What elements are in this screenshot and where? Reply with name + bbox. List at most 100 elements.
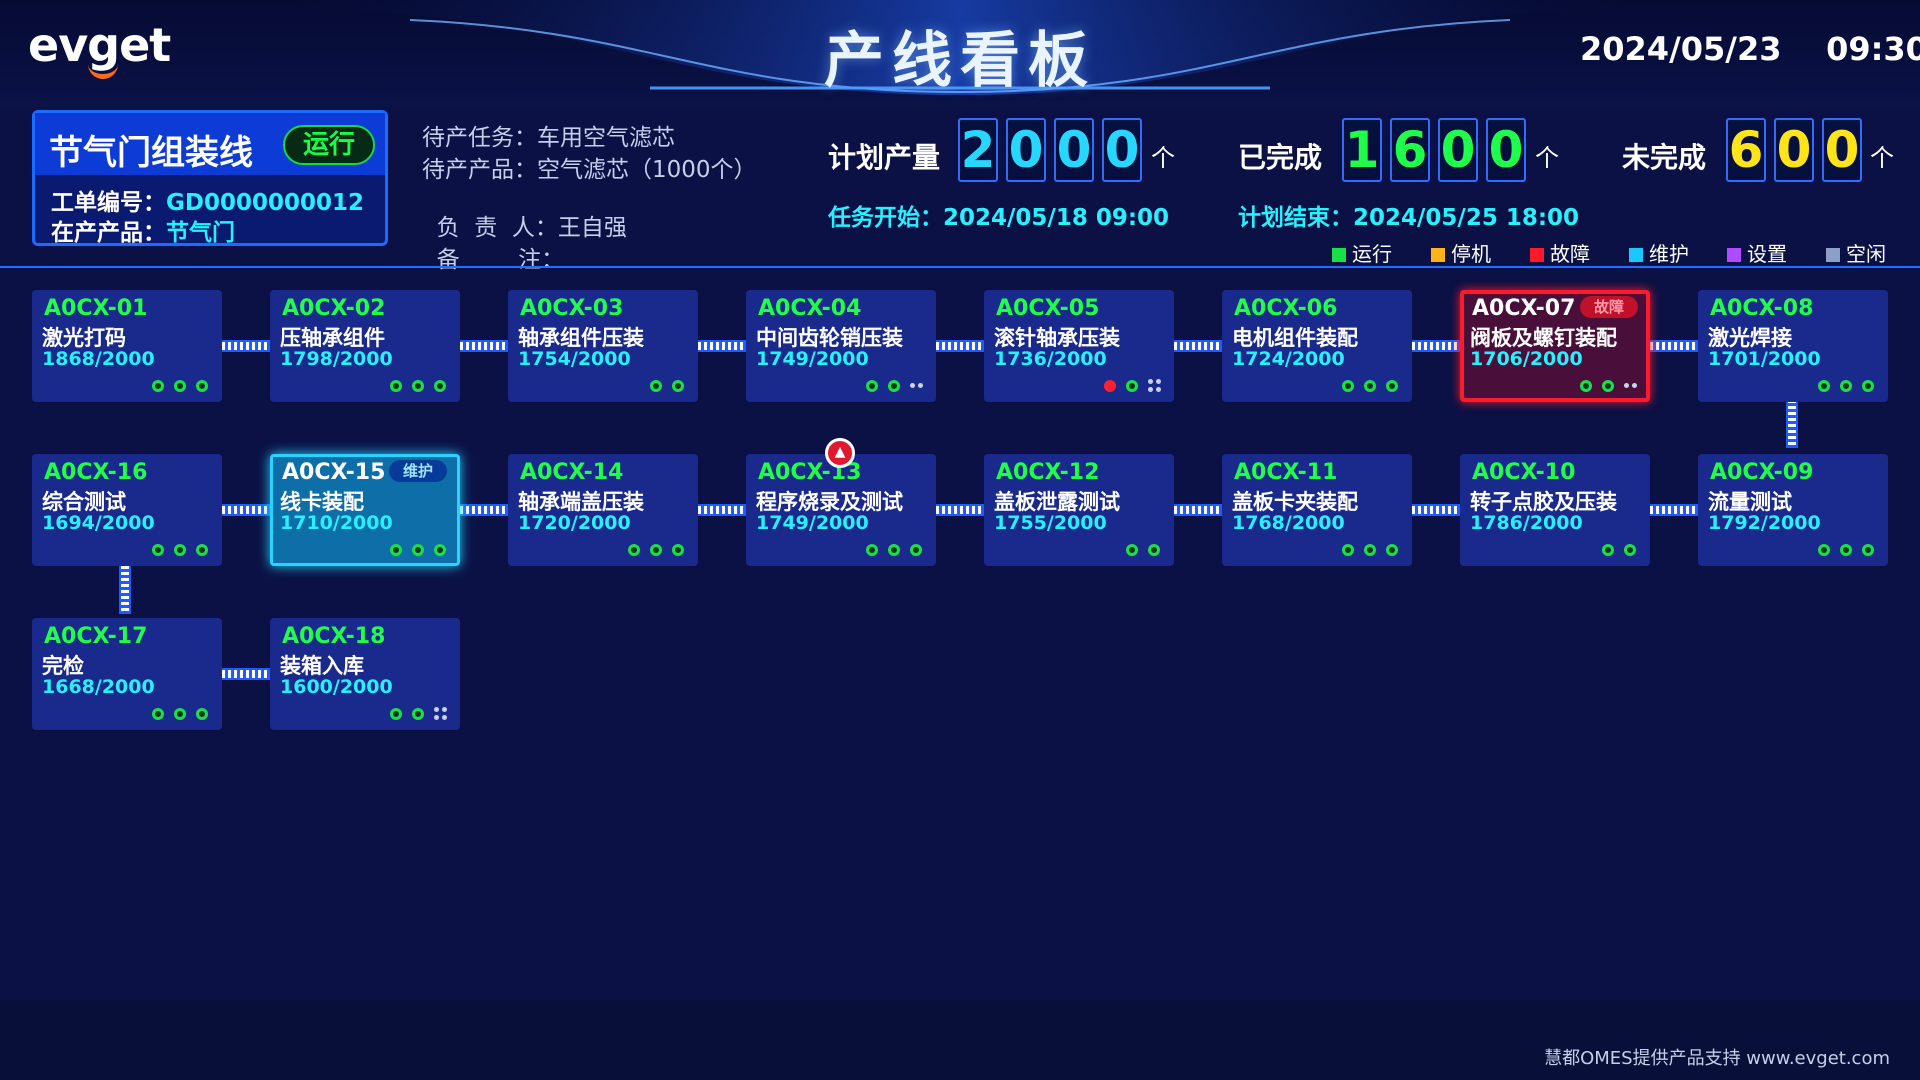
flow-connector [121, 566, 129, 612]
status-led-icon [174, 544, 186, 556]
status-led-icon [1602, 544, 1614, 556]
status-led-icon [1364, 380, 1376, 392]
status-led-icon [174, 380, 186, 392]
station-name: 激光焊接 [1708, 326, 1792, 350]
task-info-value: 车用空气滤芯 [537, 125, 675, 151]
legend-swatch [1530, 248, 1544, 262]
station-count: 1724/2000 [1232, 348, 1345, 370]
task-info-row: 待产产品：空气滤芯（1000个） [422, 150, 757, 184]
alarm-bell-icon[interactable]: ▲ [825, 438, 855, 468]
status-led-icon [1602, 380, 1614, 392]
station-card[interactable]: A0CX-14 轴承端盖压装 1720/2000 [508, 454, 698, 566]
flow-connector [1174, 342, 1222, 350]
flow-connector [222, 342, 270, 350]
station-count: 1694/2000 [42, 512, 155, 534]
legend-swatch [1826, 248, 1840, 262]
completed-digit: 1 [1342, 118, 1382, 182]
line-info-box: 节气门组装线 运行 工单编号：GD0000000012 在产产品：节气门 [32, 110, 388, 246]
planned-end-time: 计划结束：2024/05/25 18:00 [1238, 205, 1580, 231]
station-card[interactable]: A0CX-05 滚针轴承压装 1736/2000 [984, 290, 1174, 402]
status-led-icon [1386, 544, 1398, 556]
status-led-icon [1840, 544, 1852, 556]
task-info-label: 负 责 人： [436, 215, 558, 241]
task-info-label: 备 注： [436, 247, 565, 273]
task-info-label: 待产任务： [422, 125, 537, 151]
flow-connector [698, 506, 746, 514]
footer-credit: 慧都OMES提供产品支持 www.evget.com [1544, 1048, 1890, 1069]
station-card-fault[interactable]: A0CX-07 故障 阀板及螺钉装配 1706/2000 [1460, 290, 1650, 402]
status-led-icon [1342, 544, 1354, 556]
station-card[interactable]: A0CX-06 电机组件装配 1724/2000 [1222, 290, 1412, 402]
station-card[interactable]: A0CX-02 压轴承组件 1798/2000 [270, 290, 460, 402]
station-card[interactable]: A0CX-09 流量测试 1792/2000 [1698, 454, 1888, 566]
station-name: 轴承组件压装 [518, 326, 644, 350]
legend-item-stopped: 停机 [1431, 238, 1491, 267]
flow-connector [460, 342, 508, 350]
flow-connector [1650, 342, 1698, 350]
fault-status-badge: 故障 [1580, 296, 1638, 318]
planned-digit: 2 [958, 118, 998, 182]
station-id: A0CX-16 [44, 460, 148, 485]
status-led-icon [628, 544, 640, 556]
station-count: 1668/2000 [42, 676, 155, 698]
station-card[interactable]: A0CX-18 装箱入库 1600/2000 [270, 618, 460, 730]
legend-label: 停机 [1451, 242, 1491, 266]
station-card[interactable]: A0CX-11 盖板卡夹装配 1768/2000 [1222, 454, 1412, 566]
status-led-icon [866, 380, 878, 392]
line-name: 节气门组装线 [49, 133, 253, 173]
station-card-maintenance[interactable]: A0CX-15 维护 线卡装配 1710/2000 [270, 454, 460, 566]
station-id: A0CX-14 [520, 460, 624, 485]
status-led-icon [650, 544, 662, 556]
grid-dots-icon [432, 706, 450, 722]
station-card[interactable]: A0CX-13 程序烧录及测试 1749/2000 [746, 454, 936, 566]
station-card[interactable]: A0CX-08 激光焊接 1701/2000 [1698, 290, 1888, 402]
status-led-icon [412, 544, 424, 556]
status-led-icon [196, 544, 208, 556]
station-card[interactable]: A0CX-04 中间齿轮销压装 1749/2000 [746, 290, 936, 402]
station-card[interactable]: A0CX-10 转子点胶及压装 1786/2000 [1460, 454, 1650, 566]
legend-item-running: 运行 [1332, 238, 1392, 267]
status-led-icon [1386, 380, 1398, 392]
completed-label: 已完成 [1238, 141, 1323, 174]
status-led-icon [1126, 380, 1138, 392]
station-id: A0CX-17 [44, 624, 148, 649]
station-id: A0CX-02 [282, 296, 386, 321]
station-id: A0CX-11 [1234, 460, 1338, 485]
logo-smile-mark [88, 64, 118, 79]
station-card[interactable]: A0CX-01 激光打码 1868/2000 [32, 290, 222, 402]
datetime-display: 2024/05/23 09:30 [1580, 30, 1920, 68]
status-led-icon [672, 544, 684, 556]
task-start-time: 任务开始：2024/05/18 09:00 [828, 205, 1170, 231]
station-id: A0CX-10 [1472, 460, 1576, 485]
status-led-icon [1624, 544, 1636, 556]
more-dots-icon [908, 378, 926, 394]
station-id: A0CX-07 [1472, 296, 1576, 321]
station-card[interactable]: A0CX-03 轴承组件压装 1754/2000 [508, 290, 698, 402]
flow-connector [222, 506, 270, 514]
legend-swatch [1629, 248, 1643, 262]
station-count: 1754/2000 [518, 348, 631, 370]
station-count: 1792/2000 [1708, 512, 1821, 534]
legend-swatch [1727, 248, 1741, 262]
status-led-icon [412, 380, 424, 392]
remaining-digit: 6 [1726, 118, 1766, 182]
status-led-icon [672, 380, 684, 392]
flow-connector [222, 670, 270, 678]
flow-connector [460, 506, 508, 514]
station-name: 程序烧录及测试 [756, 490, 903, 514]
station-card[interactable]: A0CX-17 完检 1668/2000 [32, 618, 222, 730]
station-id: A0CX-03 [520, 296, 624, 321]
legend-label: 空闲 [1846, 242, 1886, 266]
station-name: 轴承端盖压装 [518, 490, 644, 514]
station-count: 1786/2000 [1470, 512, 1583, 534]
station-card[interactable]: A0CX-12 盖板泄露测试 1755/2000 [984, 454, 1174, 566]
status-led-icon [434, 380, 446, 392]
status-led-icon [1148, 544, 1160, 556]
planned-digit: 0 [1006, 118, 1046, 182]
status-led-icon [1126, 544, 1138, 556]
task-info-row: 备 注： [422, 214, 565, 274]
title-banner-decoration [290, 0, 1630, 95]
completed-digit: 0 [1438, 118, 1478, 182]
flow-connector [1412, 506, 1460, 514]
station-card[interactable]: A0CX-16 综合测试 1694/2000 [32, 454, 222, 566]
